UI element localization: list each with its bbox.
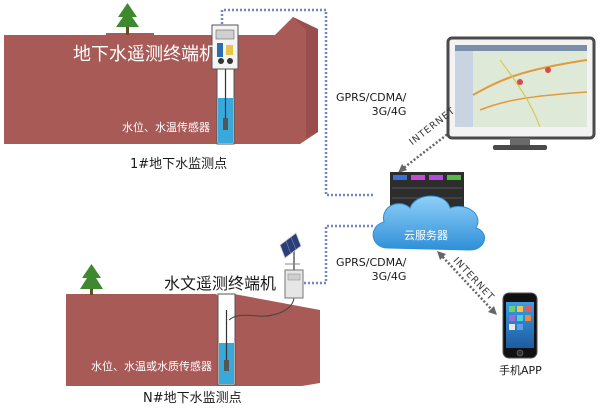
- site-1-terminal-device-icon: [211, 24, 239, 70]
- lower-network-label: GPRS/CDMA/ 3G/4G: [336, 256, 407, 283]
- site-1-monitoring-point: [4, 3, 318, 145]
- phone-app-label: 手机APP: [499, 364, 542, 377]
- site-n-terminal-label: 水文遥测终端机: [164, 274, 277, 293]
- site-n-ground: [66, 294, 320, 386]
- site-n-well: [217, 293, 236, 386]
- site-n-terminal-device-icon: [279, 232, 304, 299]
- upper-network-label: GPRS/CDMA/ 3G/4G: [336, 91, 407, 118]
- site-n-sensor-label: 水位、水温或水质传感器: [91, 360, 212, 373]
- site-1-ground: [4, 17, 318, 144]
- site-1-ground-side: [293, 17, 318, 138]
- site-n-cable: [228, 297, 295, 321]
- site-1-terminal-label: 地下水遥测终端机: [73, 44, 217, 65]
- monitor-icon: [446, 36, 596, 150]
- cloud-server-label: 云服务器: [404, 229, 448, 242]
- site-n-monitoring-point: [66, 232, 320, 386]
- tree-icon: [116, 3, 139, 35]
- site-1-sensor-label: 水位、水温传感器: [122, 121, 210, 134]
- site-1-caption: 1#地下水监测点: [130, 157, 228, 172]
- internet-link-phone: [437, 251, 497, 315]
- phone-icon: [502, 292, 538, 359]
- site-n-caption: N#地下水监测点: [143, 391, 242, 406]
- cloud-server-icon: [372, 172, 485, 251]
- tree-icon: [80, 264, 103, 295]
- upper-network-link: [220, 8, 375, 197]
